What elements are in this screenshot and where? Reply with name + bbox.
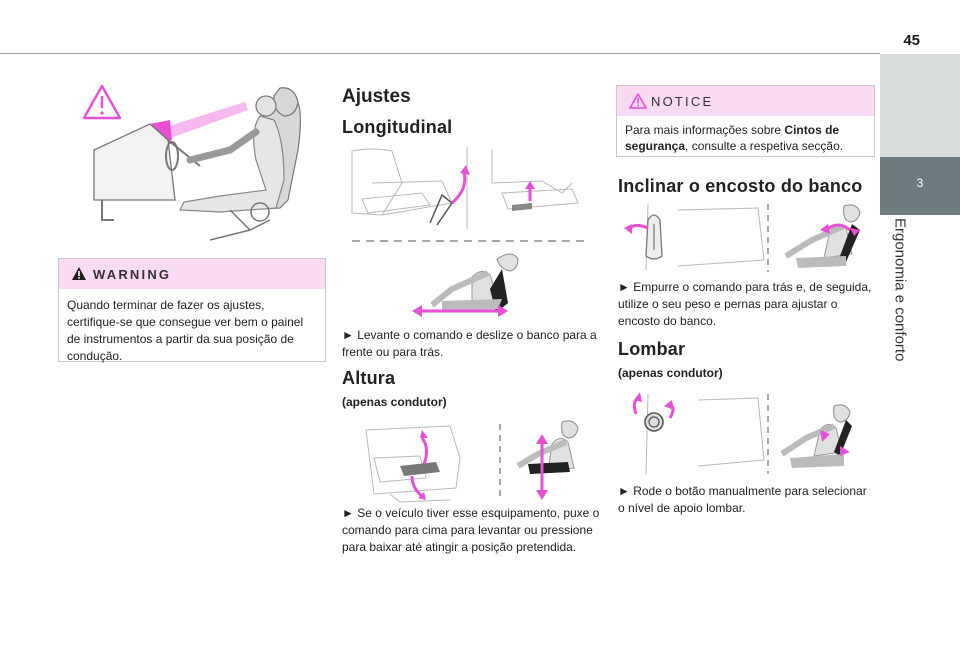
altura-subheading: (apenas condutor) (342, 395, 447, 409)
notice-title: NOTICE (651, 93, 714, 109)
lombar-subheading: (apenas condutor) (618, 366, 723, 380)
side-tab-active[interactable] (880, 157, 960, 215)
notice-triangle-icon (629, 93, 647, 109)
longitudinal-instruction: ► Levante o comando e deslize o banco pa… (342, 328, 597, 359)
notice-box: NOTICE Para mais informações sobre Cinto… (616, 85, 875, 157)
inclinar-seat-illustration (624, 203, 861, 272)
notice-text: Para mais informações sobre Cintos de se… (625, 123, 844, 153)
side-tab-chapter-number: 3 (916, 176, 924, 190)
lombar-instruction: ► Rode o botão manualmente para selecion… (618, 484, 867, 515)
page-number: 45 (903, 32, 920, 49)
side-tab-chapter-title: Ergonomia e conforto (891, 218, 909, 362)
warning-box: WARNING Quando terminar de fazer os ajus… (58, 258, 326, 363)
warning-triangle-icon (72, 267, 86, 280)
inclinar-heading: Inclinar o encosto do banco (618, 176, 863, 196)
driver-position-illustration (82, 84, 301, 241)
altura-heading: Altura (342, 368, 396, 388)
ajustes-heading: Ajustes (342, 86, 411, 107)
top-rule (0, 53, 880, 54)
warning-header: WARNING (59, 259, 325, 289)
lombar-seat-illustration (632, 392, 852, 475)
warning-text: Quando terminar de fazer os ajustes, cer… (67, 298, 304, 363)
warning-title: WARNING (93, 266, 172, 282)
notice-header: NOTICE (617, 86, 874, 116)
longitudinal-seat-illustration (351, 147, 587, 317)
notice-link-seatbelts[interactable]: Cintos de segurança (625, 123, 840, 153)
lombar-heading: Lombar (618, 339, 686, 359)
inclinar-instruction: ► Empurre o comando para trás e, de segu… (618, 280, 872, 328)
side-tab-upper (880, 54, 960, 157)
altura-instruction: ► Se o veículo tiver esse esquipamento, … (342, 506, 600, 554)
altura-seat-illustration (365, 420, 579, 503)
longitudinal-heading: Longitudinal (342, 117, 453, 137)
